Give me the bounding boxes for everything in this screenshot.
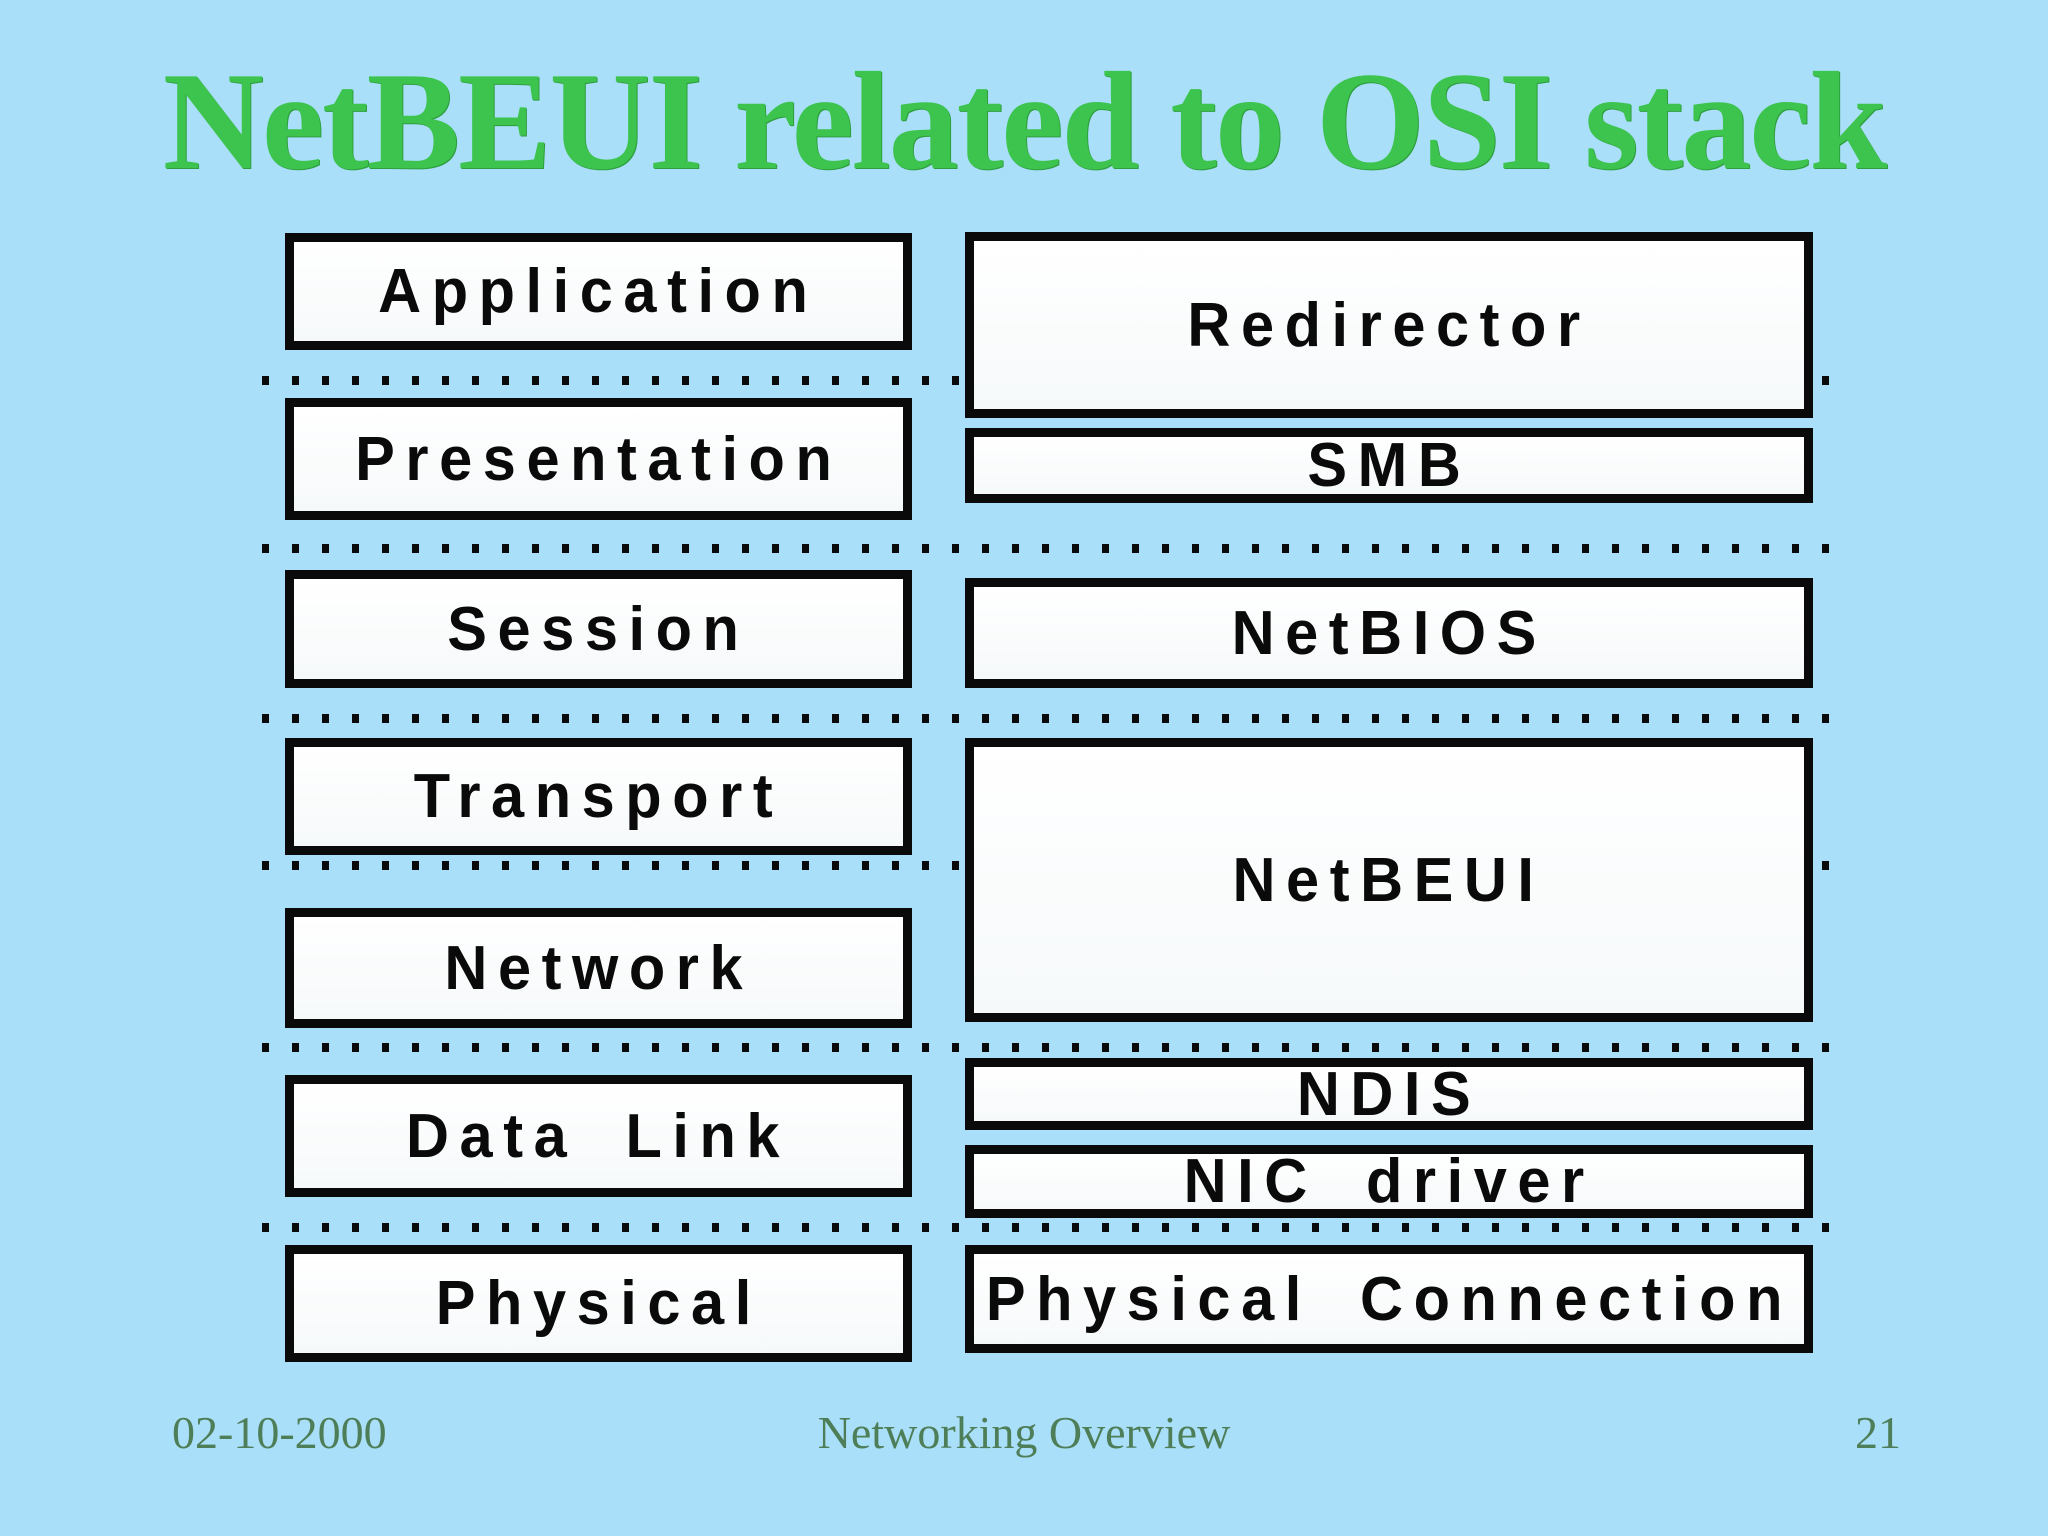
osi-layer-label: Physical	[435, 1269, 762, 1338]
component-label: Redirector	[1187, 290, 1591, 360]
component-netbeui: NetBEUI	[965, 738, 1813, 1022]
osi-layer-label: Presentation	[354, 424, 843, 494]
component-ndis: NDIS	[965, 1058, 1813, 1130]
osi-layer-physical: Physical	[285, 1245, 912, 1362]
slide-footer: 02-10-2000 Networking Overview 21	[0, 1410, 2048, 1470]
component-nic-driver: NIC driver	[965, 1145, 1813, 1218]
slide-title: NetBEUI related to OSI stack	[162, 44, 1887, 199]
component-label: NDIS	[1296, 1059, 1482, 1129]
osi-layer-label: Application	[378, 257, 819, 326]
component-label: NetBEUI	[1232, 845, 1546, 915]
osi-layer-label: Transport	[413, 762, 784, 831]
component-label: NIC driver	[1183, 1147, 1595, 1216]
component-label: Physical Connection	[985, 1264, 1793, 1334]
dotted-separator-session-transport	[262, 714, 1830, 723]
footer-page-number: 21	[1855, 1407, 1901, 1458]
osi-layer-label: Data Link	[406, 1101, 791, 1171]
component-netbios: NetBIOS	[965, 578, 1813, 688]
component-label: SMB	[1307, 431, 1471, 500]
component-physical-connection: Physical Connection	[965, 1245, 1813, 1353]
osi-layer-label: Network	[444, 933, 753, 1003]
footer-presentation-title: Networking Overview	[817, 1407, 1231, 1458]
component-redirector: Redirector	[965, 232, 1813, 418]
osi-layer-network: Network	[285, 908, 912, 1028]
osi-layer-presentation: Presentation	[285, 398, 912, 520]
osi-layer-session: Session	[285, 570, 912, 688]
osi-layer-transport: Transport	[285, 738, 912, 855]
osi-layer-label: Session	[447, 594, 750, 664]
dotted-separator-datalink-physical	[262, 1223, 1830, 1232]
dotted-separator-presentation-session	[262, 544, 1830, 553]
osi-layer-data-link: Data Link	[285, 1075, 912, 1197]
component-label: NetBIOS	[1231, 598, 1547, 668]
dotted-separator-network-datalink	[262, 1043, 1830, 1052]
osi-layer-application: Application	[285, 233, 912, 350]
footer-date: 02-10-2000	[172, 1407, 387, 1458]
component-smb: SMB	[965, 428, 1813, 503]
